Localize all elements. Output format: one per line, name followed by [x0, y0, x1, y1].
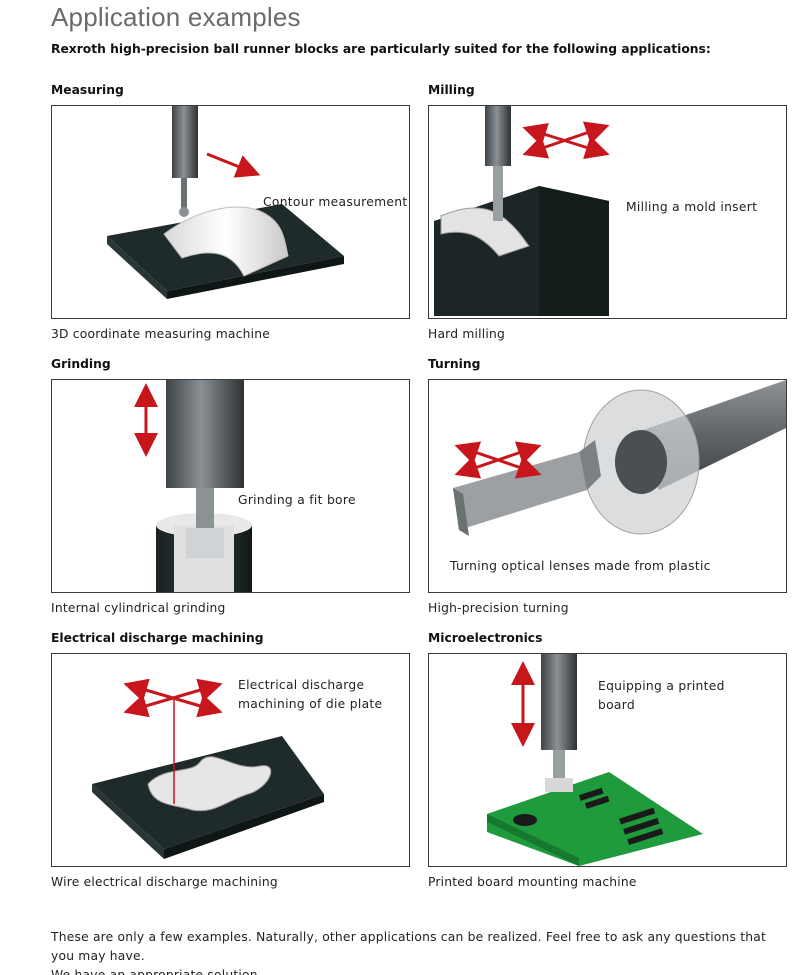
edm-drawing — [92, 678, 324, 859]
footer-line-2: We have an appropriate solution. — [51, 968, 262, 975]
caption-milling: Hard milling — [428, 327, 505, 341]
heading-milling: Milling — [428, 83, 475, 97]
edm-illustration: Electrical discharge machining of die pl… — [51, 653, 410, 867]
heading-edm: Electrical discharge machining — [51, 631, 264, 645]
page-title: Application examples — [51, 2, 301, 32]
caption-measuring: 3D coordinate measuring machine — [51, 327, 270, 341]
edm-label-line1: Electrical discharge — [238, 678, 365, 692]
microelectronics-label-line2: board — [598, 698, 636, 712]
caption-microelectronics: Printed board mounting machine — [428, 875, 637, 889]
grinding-illustration: Grinding a fit bore — [51, 379, 410, 593]
turning-drawing — [453, 380, 786, 536]
heading-microelectronics: Microelectronics — [428, 631, 543, 645]
heading-grinding: Grinding — [51, 357, 111, 371]
heading-turning: Turning — [428, 357, 481, 371]
footer-line-1: These are only a few examples. Naturally… — [51, 930, 767, 963]
edm-label-line2: machining of die plate — [238, 697, 383, 711]
footer-text: These are only a few examples. Naturally… — [51, 928, 791, 975]
measuring-illustration: Contour measurement — [51, 105, 410, 319]
turning-label: Turning optical lenses made from plastic — [450, 559, 711, 573]
turning-illustration: Turning optical lenses made from plastic — [428, 379, 787, 593]
heading-measuring: Measuring — [51, 83, 124, 97]
caption-turning: High-precision turning — [428, 601, 569, 615]
milling-illustration: Milling a mold insert — [428, 105, 787, 319]
microelectronics-label-line1: Equipping a printed — [598, 679, 725, 693]
measuring-label: Contour measurement — [263, 195, 408, 209]
milling-drawing — [434, 106, 610, 316]
milling-label: Milling a mold insert — [626, 200, 758, 214]
intro-text: Rexroth high-precision ball runner block… — [51, 42, 711, 56]
grinding-label: Grinding a fit bore — [238, 493, 356, 507]
microelectronics-illustration: Equipping a printed board — [428, 653, 787, 867]
measuring-drawing — [107, 106, 344, 299]
grinding-drawing — [134, 380, 252, 592]
caption-grinding: Internal cylindrical grinding — [51, 601, 226, 615]
microelectronics-drawing — [487, 654, 703, 866]
caption-edm: Wire electrical discharge machining — [51, 875, 278, 889]
